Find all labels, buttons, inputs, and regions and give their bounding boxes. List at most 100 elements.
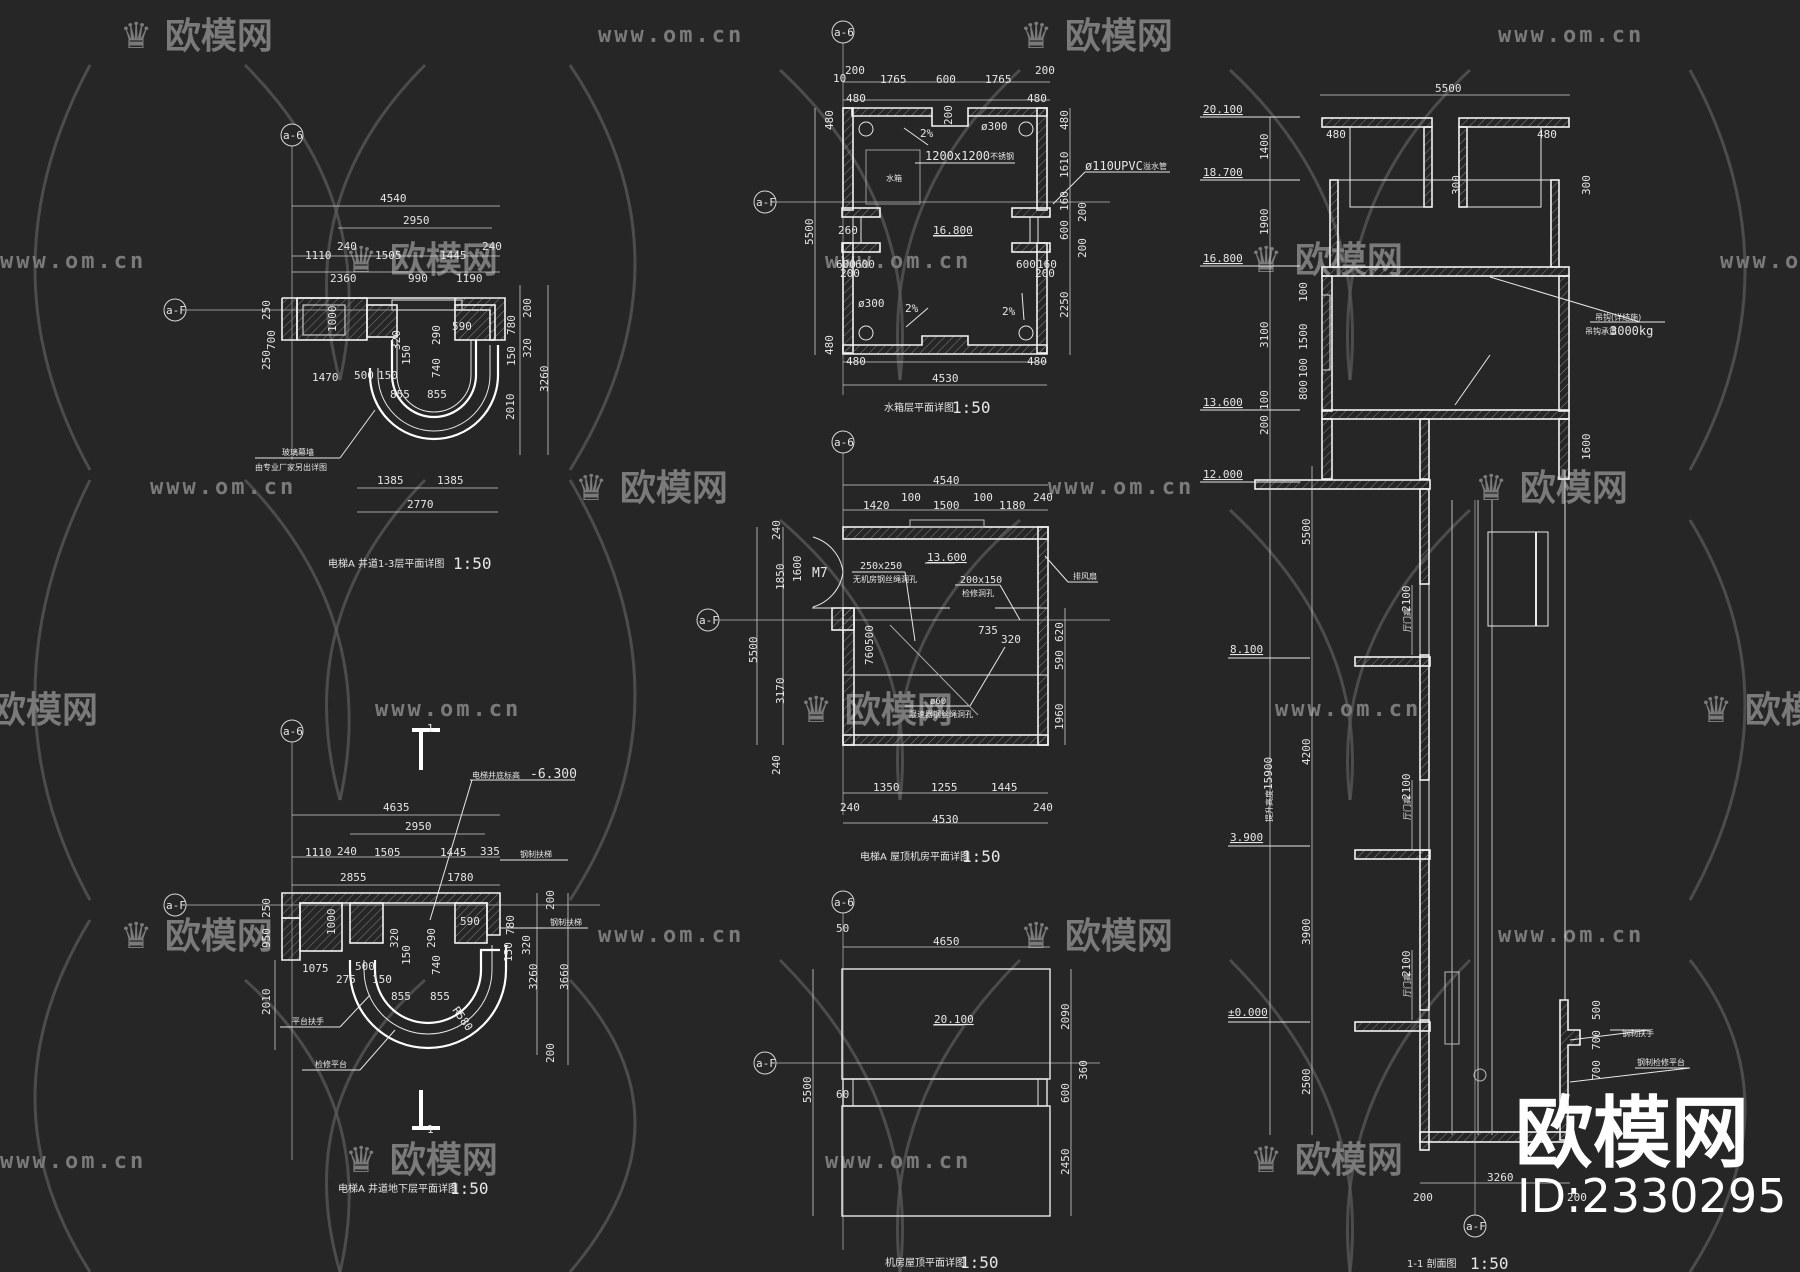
- svg-text:200: 200: [845, 64, 865, 77]
- watermark-logo: ♛ 欧模网: [120, 916, 273, 957]
- svg-text:780: 780: [505, 315, 518, 335]
- plan-water-tank: a-6 a-F 10 200 1765 600 1765 200 480 480…: [753, 20, 1170, 417]
- svg-text:1780: 1780: [447, 871, 474, 884]
- axis-bubble-af: [163, 298, 187, 322]
- svg-text:620: 620: [1053, 622, 1066, 642]
- svg-text:240: 240: [770, 755, 783, 775]
- watermark-logo: ♛ 欧模网: [575, 468, 728, 509]
- svg-text:4635: 4635: [383, 801, 410, 814]
- watermark-url: www.om.cn: [0, 1149, 146, 1174]
- svg-text:1350: 1350: [873, 781, 900, 794]
- svg-text:2950: 2950: [405, 820, 432, 833]
- svg-text:600: 600: [1058, 220, 1071, 240]
- svg-text:2500: 2500: [1300, 1069, 1313, 1096]
- svg-text:钢制检修平台: 钢制检修平台: [1637, 1057, 1685, 1067]
- svg-text:240: 240: [770, 520, 783, 540]
- svg-text:160: 160: [1037, 258, 1057, 271]
- svg-text:M7: M7: [812, 566, 828, 581]
- svg-text:480: 480: [823, 335, 836, 355]
- svg-text:5500: 5500: [1300, 519, 1313, 546]
- svg-text:200: 200: [1076, 202, 1089, 222]
- svg-text:4530: 4530: [932, 372, 959, 385]
- svg-text:160: 160: [1058, 191, 1071, 211]
- svg-text:1255: 1255: [931, 781, 958, 794]
- svg-text:320: 320: [388, 928, 401, 948]
- plan-1-3-floor: a-6 a-F 4540 2950 1110 240 1505 1445 240…: [163, 123, 551, 573]
- svg-text:1765: 1765: [880, 73, 907, 86]
- svg-text:950: 950: [260, 928, 273, 948]
- watermark-logo: 欧模网: [0, 690, 98, 731]
- svg-text:a-F: a-F: [699, 614, 719, 627]
- svg-text:1385: 1385: [437, 474, 464, 487]
- drawing-scale: 1:50: [960, 1253, 999, 1272]
- svg-text:2090: 2090: [1059, 1004, 1072, 1031]
- svg-text:200: 200: [521, 298, 534, 318]
- svg-text:600: 600: [936, 73, 956, 86]
- svg-text:3260: 3260: [1487, 1171, 1514, 1184]
- watermark-logo: ♛ 欧模网: [1700, 690, 1800, 731]
- svg-text:2010: 2010: [260, 989, 273, 1016]
- svg-text:4540: 4540: [380, 192, 407, 205]
- svg-text:5500: 5500: [747, 637, 760, 664]
- svg-text:320: 320: [521, 338, 534, 358]
- svg-text:20.100: 20.100: [934, 1013, 974, 1026]
- svg-text:ø300: ø300: [858, 297, 885, 310]
- svg-text:100: 100: [1297, 358, 1310, 378]
- svg-text:2250: 2250: [1058, 292, 1071, 319]
- svg-text:150: 150: [502, 942, 515, 962]
- watermark-logo: ♛ 欧模网: [120, 16, 273, 57]
- svg-text:4200: 4200: [1300, 739, 1313, 766]
- svg-text:16.800: 16.800: [933, 224, 973, 237]
- svg-text:990: 990: [408, 272, 428, 285]
- watermark-logo: ♛ 欧模网: [1475, 468, 1628, 509]
- svg-text:60: 60: [836, 1088, 849, 1101]
- svg-text:500: 500: [1590, 1000, 1603, 1020]
- drawing-scale: 1:50: [962, 847, 1001, 866]
- svg-text:1420: 1420: [863, 499, 890, 512]
- svg-text:290: 290: [425, 928, 438, 948]
- svg-text:ø300: ø300: [981, 120, 1008, 133]
- svg-text:3170: 3170: [774, 678, 787, 705]
- watermark-logo: ♛ 欧模网: [345, 1140, 498, 1181]
- drawing-scale: 1:50: [450, 1179, 489, 1198]
- svg-text:1000: 1000: [325, 909, 338, 936]
- watermark-logo: ♛ 欧模网: [345, 240, 498, 281]
- svg-text:735: 735: [978, 624, 998, 637]
- drawing-title: 电梯A 井道地下层平面详图: [338, 1182, 458, 1195]
- svg-text:200: 200: [1413, 1191, 1433, 1204]
- svg-text:200: 200: [544, 890, 557, 910]
- svg-text:限速器钢丝绳洞孔: 限速器钢丝绳洞孔: [909, 709, 973, 719]
- svg-text:780: 780: [504, 915, 517, 935]
- svg-text:250x250: 250x250: [860, 561, 902, 572]
- svg-text:3.900: 3.900: [1230, 831, 1263, 844]
- svg-text:8.100: 8.100: [1230, 643, 1263, 656]
- svg-text:a-6: a-6: [834, 436, 854, 449]
- watermark-url: www.om.cn: [1720, 249, 1800, 274]
- watermark-url: www.om.cn: [1498, 23, 1644, 48]
- drawing-scale: 1:50: [1470, 1254, 1509, 1272]
- svg-text:200: 200: [1567, 1191, 1587, 1204]
- svg-text:240: 240: [840, 801, 860, 814]
- drawing-scale: 1:50: [453, 554, 492, 573]
- svg-text:600: 600: [1059, 1083, 1072, 1103]
- svg-text:1610: 1610: [1058, 152, 1071, 179]
- svg-text:1075: 1075: [302, 962, 329, 975]
- svg-text:3900: 3900: [1300, 919, 1313, 946]
- svg-text:2450: 2450: [1059, 1149, 1072, 1176]
- svg-text:740: 740: [430, 358, 443, 378]
- svg-text:855: 855: [390, 388, 410, 401]
- svg-text:700: 700: [265, 330, 278, 350]
- watermark-url: www.om.cn: [825, 1149, 971, 1174]
- svg-text:1110: 1110: [305, 249, 332, 262]
- svg-text:水箱: 水箱: [886, 173, 902, 183]
- brand-id: ID:2330295: [1517, 1169, 1786, 1223]
- svg-text:300: 300: [1450, 175, 1463, 195]
- section-mark-bottom: [412, 1090, 440, 1130]
- svg-text:1110: 1110: [305, 846, 332, 859]
- watermark-url: www.om.cn: [598, 923, 744, 948]
- svg-text:18.700: 18.700: [1203, 166, 1243, 179]
- svg-text:1500: 1500: [933, 499, 960, 512]
- svg-text:1190: 1190: [456, 272, 483, 285]
- svg-text:240: 240: [482, 240, 502, 253]
